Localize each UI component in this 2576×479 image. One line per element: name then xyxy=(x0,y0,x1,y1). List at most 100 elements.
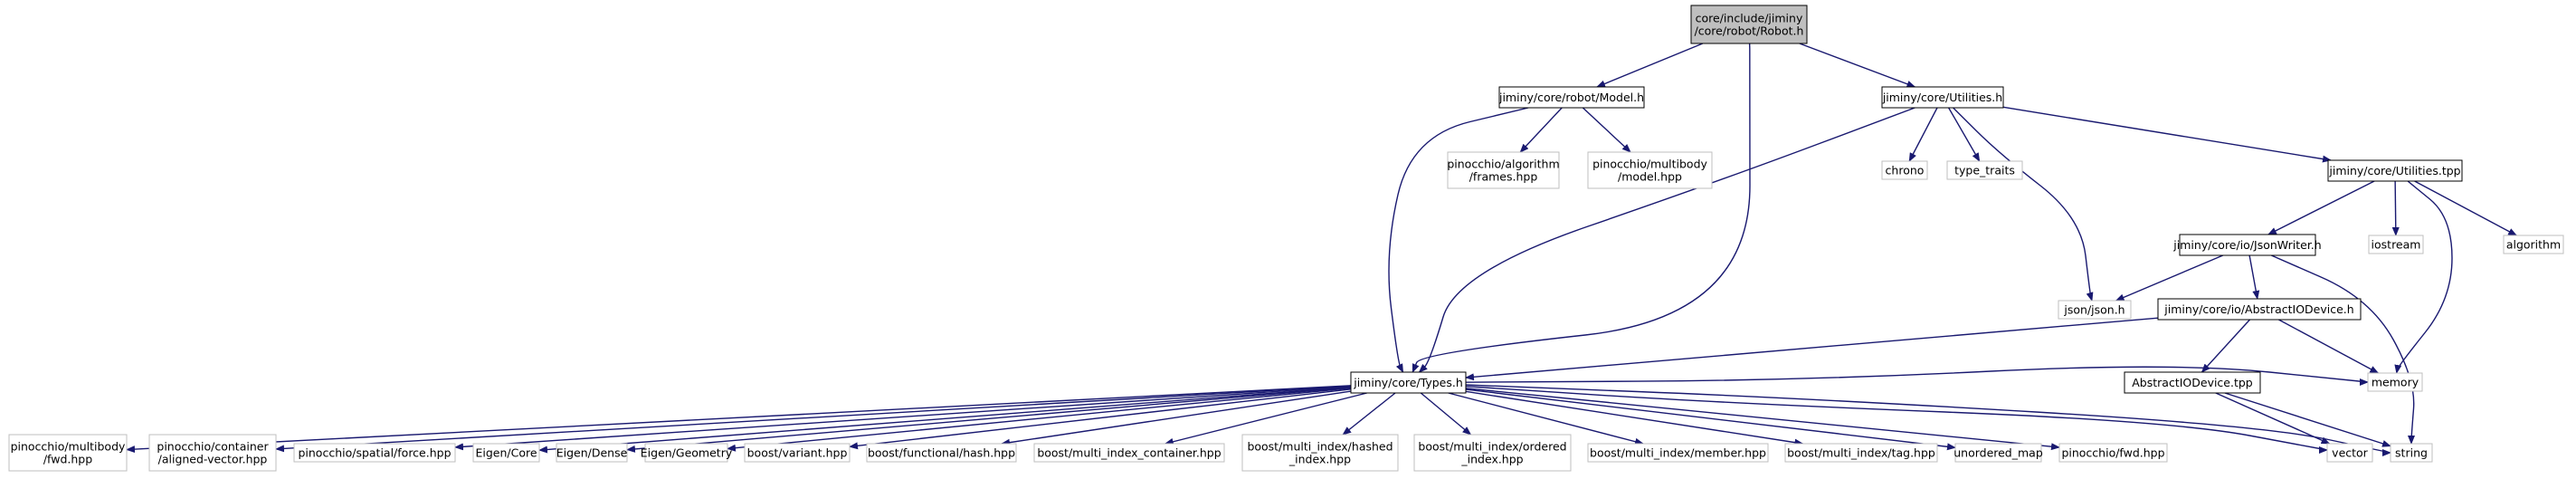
include-edge-abstractiodevice_h-to-memory xyxy=(2278,319,2380,374)
include-edge-types_h-to-eigen_dense xyxy=(626,387,1352,453)
node-types-h[interactable]: jiminy/core/Types.h xyxy=(1350,371,1467,394)
node-chrono: chrono xyxy=(1881,160,1928,180)
include-edge-types_h-to-pin_fwd xyxy=(1465,388,2060,451)
node-box xyxy=(2058,443,2168,463)
node-box xyxy=(2124,371,2261,394)
node-box xyxy=(2367,372,2423,392)
node-box xyxy=(556,443,628,463)
node-label: pinocchio/multibody xyxy=(11,440,126,454)
node-robot-h[interactable]: core/include/jiminy/core/robot/Robot.h xyxy=(1690,5,1808,44)
include-edge-abstractiodevice_h-to-types_h xyxy=(1465,317,2159,381)
include-edge-jsonwriter_h-to-string xyxy=(2271,254,2415,445)
node-label: iostream xyxy=(2372,238,2421,252)
node-box xyxy=(1241,434,1399,472)
node-label: jiminy/core/Utilities.tpp xyxy=(2328,164,2460,177)
include-edge-utilities_h-to-type_traits xyxy=(1948,107,1981,162)
node-box xyxy=(148,434,277,472)
node-label: boost/functional/hash.hpp xyxy=(868,446,1015,460)
node-label: jiminy/core/Types.h xyxy=(1353,376,1463,389)
node-label: /model.hpp xyxy=(1618,170,1682,184)
node-json-h: json/json.h xyxy=(2058,300,2132,320)
node-label: boost/multi_index/tag.hpp xyxy=(1787,446,1935,460)
node-unordered-map: unordered_map xyxy=(1953,443,2043,463)
node-box xyxy=(1690,5,1808,44)
node-label: memory xyxy=(2372,376,2419,389)
node-box xyxy=(1498,86,1645,109)
include-edge-utilities_tpp-to-jsonwriter_h xyxy=(2267,180,2375,235)
include-edge-types_h-to-eigen_core xyxy=(538,386,1352,454)
include-edge-types_h-to-boost_mic xyxy=(1164,392,1367,445)
node-boost-mic: boost/multi_index_container.hpp xyxy=(1033,443,1225,463)
node-box xyxy=(1784,443,1938,463)
node-label: pinocchio/container xyxy=(157,440,269,454)
node-label: json/json.h xyxy=(2063,303,2124,317)
include-edge-abstractiodevice_tpp-to-vector xyxy=(2215,392,2331,445)
node-iostream: iostream xyxy=(2368,235,2424,254)
include-edge-utilities_tpp-to-memory xyxy=(2394,180,2453,374)
node-label: string xyxy=(2395,446,2428,460)
node-label: type_traits xyxy=(1954,164,2015,177)
node-jsonwriter-h[interactable]: jiminy/core/io/JsonWriter.h xyxy=(2172,234,2322,256)
include-edge-model_h-to-pin_frames xyxy=(1519,107,1563,153)
node-label: boost/multi_index/ordered xyxy=(1418,440,1566,454)
node-utilities-h[interactable]: jiminy/core/Utilities.h xyxy=(1881,86,2004,109)
node-box xyxy=(2390,443,2433,463)
node-label: boost/multi_index/member.hpp xyxy=(1590,446,1766,460)
node-label: chrono xyxy=(1886,164,1925,177)
include-edge-types_h-to-boost_hash xyxy=(1001,390,1352,446)
node-box xyxy=(2368,235,2424,254)
node-label: /fwd.hpp xyxy=(43,453,92,466)
node-eigen-core: Eigen/Core xyxy=(472,443,540,463)
node-abstractiodevice-h[interactable]: jiminy/core/io/AbstractIODevice.h xyxy=(2157,298,2362,321)
node-box xyxy=(1954,443,2042,463)
node-box xyxy=(1946,160,2023,180)
node-box xyxy=(1881,160,1928,180)
include-edge-utilities_h-to-chrono xyxy=(1908,107,1938,162)
node-label: jiminy/core/Utilities.h xyxy=(1882,91,2002,104)
node-label: _index.hpp xyxy=(1288,453,1351,466)
node-box xyxy=(293,443,456,463)
node-box xyxy=(2179,234,2316,256)
node-vector: vector xyxy=(2326,443,2373,463)
node-abstractiodevice-tpp[interactable]: AbstractIODevice.tpp xyxy=(2124,371,2261,394)
node-boost-member: boost/multi_index/member.hpp xyxy=(1587,443,1769,463)
node-label: boost/multi_index_container.hpp xyxy=(1037,446,1221,460)
node-pin-force: pinocchio/spatial/force.hpp xyxy=(293,443,456,463)
node-label: boost/variant.hpp xyxy=(747,446,848,460)
include-edge-types_h-to-boost_hashed xyxy=(1342,392,1396,436)
node-eigen-geometry: Eigen/Geometry xyxy=(641,443,733,463)
node-label: Eigen/Dense xyxy=(556,446,628,460)
node-box xyxy=(1033,443,1225,463)
node-label: /core/robot/Robot.h xyxy=(1695,24,1804,38)
node-box xyxy=(1447,151,1560,189)
include-edge-jsonwriter_h-to-abstractiodevice_h xyxy=(2248,254,2260,300)
node-boost-tag: boost/multi_index/tag.hpp xyxy=(1784,443,1938,463)
include-edge-types_h-to-boost_ordered xyxy=(1420,392,1472,436)
include-edge-utilities_h-to-types_h xyxy=(1418,107,1915,373)
node-algorithm: algorithm xyxy=(2503,235,2564,254)
include-edge-types_h-to-pin_force xyxy=(454,386,1352,451)
node-model-h[interactable]: jiminy/core/robot/Model.h xyxy=(1498,86,1645,109)
include-edge-utilities_tpp-to-algorithm xyxy=(2414,180,2518,236)
node-label: Eigen/Core xyxy=(475,446,537,460)
include-edge-types_h-to-eigen_geometry xyxy=(727,387,1352,452)
node-label: pinocchio/spatial/force.hpp xyxy=(298,446,451,460)
node-boost-hashed: boost/multi_index/hashed_index.hpp xyxy=(1241,434,1399,472)
node-box xyxy=(1587,151,1713,189)
include-edge-utilities_h-to-json_h xyxy=(1953,107,2094,302)
node-boost-hash: boost/functional/hash.hpp xyxy=(866,443,1017,463)
node-label: algorithm xyxy=(2506,238,2561,252)
node-label: pinocchio/multibody xyxy=(1592,158,1707,171)
include-edge-utilities_h-to-utilities_tpp xyxy=(2002,106,2332,163)
include-edge-utilities_tpp-to-iostream xyxy=(2391,180,2400,236)
node-type-traits: type_traits xyxy=(1946,160,2023,180)
node-utilities-tpp[interactable]: jiminy/core/Utilities.tpp xyxy=(2327,159,2463,182)
include-edge-robot_h-to-utilities_h xyxy=(1799,43,1916,88)
include-edge-types_h-to-string xyxy=(1465,384,2391,455)
node-box xyxy=(1881,86,2004,109)
include-edge-types_h-to-boost_member xyxy=(1448,392,1645,445)
node-box xyxy=(866,443,1017,463)
node-label: _index.hpp xyxy=(1460,453,1523,466)
node-box xyxy=(472,443,540,463)
